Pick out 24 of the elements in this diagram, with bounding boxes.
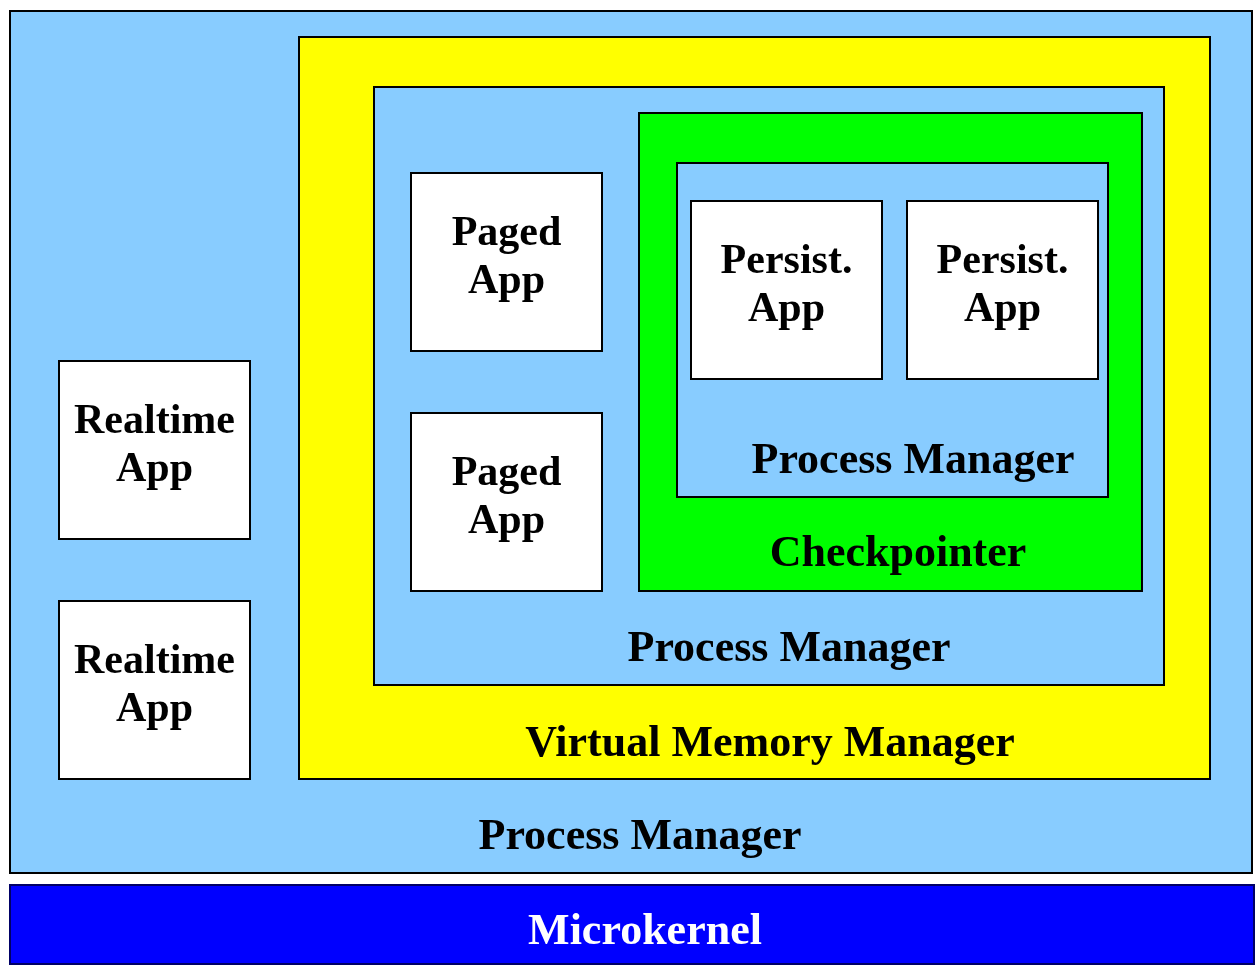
app-box: [906, 200, 1099, 380]
app-box: [410, 172, 603, 352]
layer-label: Process Manager: [477, 810, 803, 860]
layer-box: [9, 10, 1253, 874]
app-label: Paged App: [450, 447, 563, 543]
layer-box: [638, 112, 1143, 592]
app-box: [58, 360, 251, 540]
app-label: Realtime App: [73, 635, 236, 731]
app-box: [690, 200, 883, 380]
layer-label: Checkpointer: [768, 527, 1028, 577]
layer-label: Microkernel: [527, 905, 763, 955]
app-label: Paged App: [450, 207, 563, 303]
layer-label: Process Manager: [750, 434, 1076, 484]
app-box: [410, 412, 603, 592]
app-box: [58, 600, 251, 780]
kernel-bar: [9, 884, 1255, 965]
layer-label: Process Manager: [626, 622, 952, 672]
layer-box: [373, 86, 1165, 686]
app-label: Persist. App: [719, 235, 854, 331]
layer-box: [676, 162, 1109, 498]
app-label: Persist. App: [935, 235, 1070, 331]
layer-label: Virtual Memory Manager: [524, 717, 1016, 767]
layer-box: [298, 36, 1211, 780]
app-label: Realtime App: [73, 395, 236, 491]
